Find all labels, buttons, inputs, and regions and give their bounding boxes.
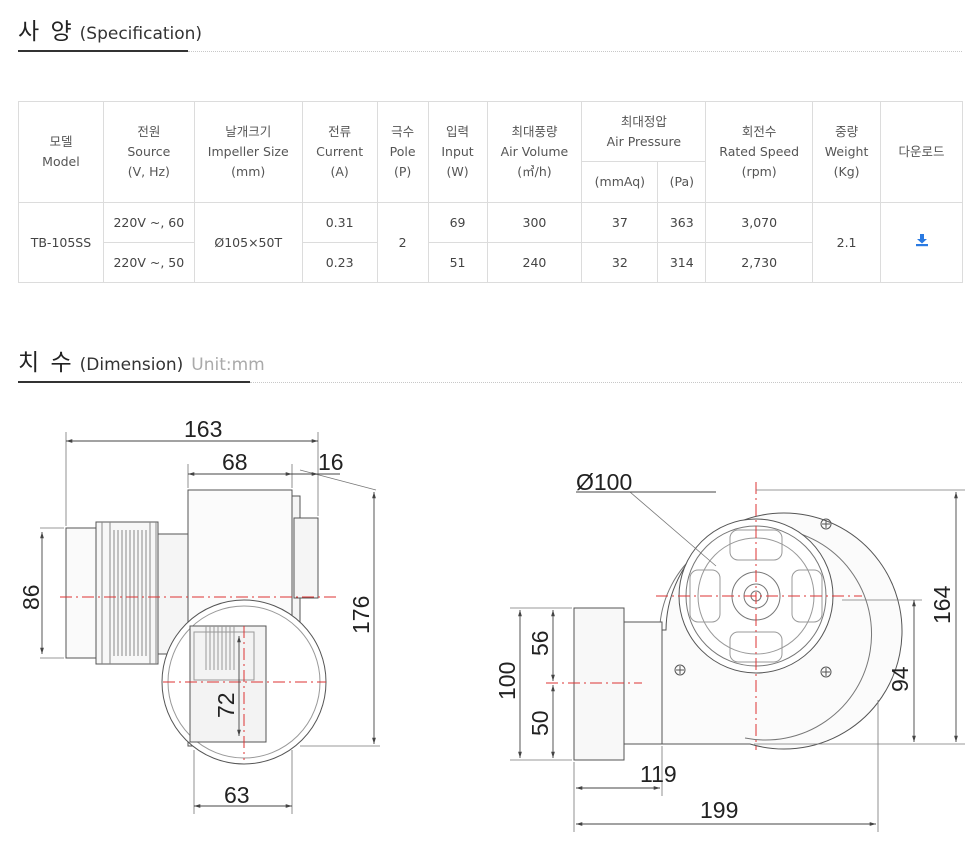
dim-title-ko: 치 수 [18, 350, 74, 376]
dim-label-63: 63 [224, 782, 250, 808]
dim-label-86: 86 [18, 584, 44, 610]
cell-air-volume: 300 [486, 202, 583, 243]
cell-rpm: 3,070 [705, 202, 814, 243]
dim-section-title: 치 수 (Dimension) Unit:mm [18, 343, 265, 377]
cell-source: 220V ~, 50 [102, 242, 195, 283]
header-mmaq: (mmAq) [581, 161, 659, 203]
cell-air-volume: 240 [486, 242, 583, 283]
spec-title-ko: 사 양 [18, 19, 74, 45]
cell-impeller: Ø105×50T [193, 202, 303, 283]
dim-label-16: 16 [318, 449, 344, 475]
dimension-drawing: 163 68 16 86 176 72 63 Ø100 164 94 100 5… [18, 416, 965, 832]
cell-pole: 2 [376, 202, 429, 283]
download-icon[interactable] [915, 233, 929, 251]
spec-divider [188, 51, 962, 52]
cell-input: 69 [427, 202, 488, 243]
cell-mmaq: 37 [581, 202, 659, 243]
dim-label-94: 94 [887, 666, 913, 692]
front-view [510, 482, 965, 832]
dim-title-underline [18, 381, 250, 383]
side-view [40, 432, 380, 814]
cell-weight: 2.1 [812, 202, 882, 283]
dim-title-en: (Dimension) [79, 355, 184, 375]
cell-current: 0.31 [301, 202, 378, 243]
spec-title-en: (Specification) [79, 24, 203, 44]
dim-label-68: 68 [222, 449, 248, 475]
dim-unit: Unit:mm [191, 355, 265, 375]
dim-label-50: 50 [527, 710, 553, 736]
cell-mmaq: 32 [581, 242, 659, 283]
table-row: TB-105SS 220V ~, 60 Ø105×50T 0.31 2 69 3… [18, 202, 963, 283]
cell-pa: 314 [657, 242, 707, 283]
cell-current: 0.23 [301, 242, 378, 283]
cell-rpm: 2,730 [705, 242, 814, 283]
dim-label-diameter: Ø100 [576, 469, 632, 495]
dim-label-176: 176 [348, 596, 374, 634]
cell-source: 220V ~, 60 [102, 202, 195, 243]
cell-pa: 363 [657, 202, 707, 243]
dim-label-163: 163 [184, 416, 222, 442]
cell-model: TB-105SS [18, 202, 104, 283]
dim-label-199: 199 [700, 797, 738, 823]
dim-label-100: 100 [494, 662, 520, 700]
header-pa: (Pa) [657, 161, 707, 203]
dim-label-56: 56 [527, 630, 553, 656]
cell-input: 51 [427, 242, 488, 283]
dim-divider [250, 382, 962, 383]
dim-label-72: 72 [213, 692, 239, 718]
cell-download[interactable] [880, 202, 963, 283]
header-download: 다운로드 [880, 101, 963, 203]
table-row: 220V ~, 50 0.23 51 240 32 314 2,730 [19, 242, 963, 283]
spec-section-title: 사 양 (Specification) [18, 12, 202, 46]
dim-label-119: 119 [640, 761, 677, 787]
dim-label-164: 164 [929, 585, 955, 624]
spec-title-underline [18, 50, 188, 52]
